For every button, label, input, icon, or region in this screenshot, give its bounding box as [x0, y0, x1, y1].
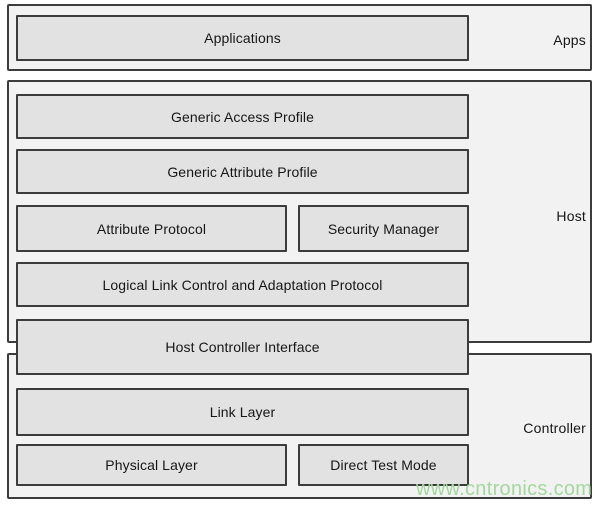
section-label-controller: Controller: [523, 420, 586, 436]
block-generic-access-profile: Generic Access Profile: [16, 94, 469, 139]
section-label-host: Host: [556, 208, 586, 224]
block-host-controller-interface: Host Controller Interface: [16, 319, 469, 375]
block-physical-layer: Physical Layer: [16, 444, 287, 486]
block-applications: Applications: [16, 15, 469, 61]
watermark-text: www.cntronics.com: [416, 478, 593, 500]
block-generic-attribute-profile: Generic Attribute Profile: [16, 149, 469, 194]
block-direct-test-mode: Direct Test Mode: [298, 444, 469, 486]
block-l2cap: Logical Link Control and Adaptation Prot…: [16, 262, 469, 307]
block-security-manager: Security Manager: [298, 205, 469, 252]
section-label-apps: Apps: [553, 32, 586, 48]
block-attribute-protocol: Attribute Protocol: [16, 205, 287, 252]
block-link-layer: Link Layer: [16, 388, 469, 436]
